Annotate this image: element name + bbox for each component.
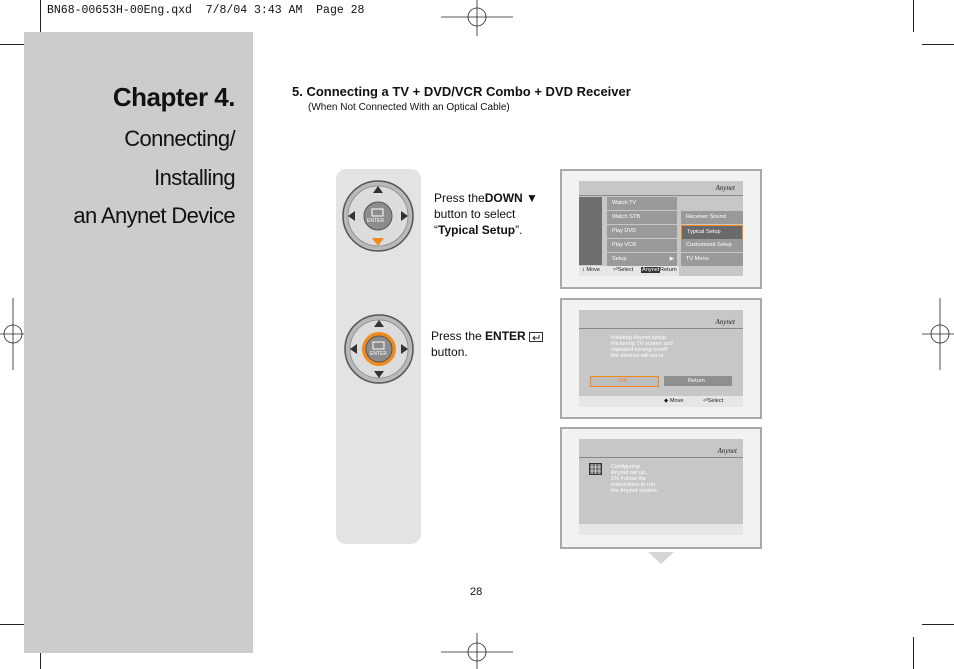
screen2-display: Anynet Initiating Anynet setup. Flickeri… [579,310,743,407]
enter-key: ENTER [485,329,526,343]
screen3-frame: Anynet Configuring Anynet set up... 1% F… [560,427,762,549]
screen2-message: Initiating Anynet setup. Flickering TV s… [611,335,673,359]
remote-dpad-down [342,180,414,252]
screen3-footer [579,524,743,535]
step1-instruction: Press theDOWN ▼ button to select “Typica… [434,190,559,238]
step2-instruction: Press the ENTER button. [431,328,556,360]
step1-text: Press the [434,191,485,205]
grid-icon [589,463,602,475]
select-hint: ⏎Select [703,398,724,404]
select-hint: ⏎Select [613,267,634,273]
divider [579,328,743,329]
down-arrow-icon: ▼ [526,191,538,205]
menu-item[interactable]: Play VCR [607,239,677,252]
enter-label: ENTER [370,351,387,357]
step2-text: Press the [431,329,486,343]
file-header: BN68-00653H-00Eng.qxd 7/8/04 3:43 AM Pag… [47,4,365,17]
enter-icon: ⏎ [613,267,618,273]
anynet-logo: Anynet [715,184,735,192]
enter-icon [529,331,544,342]
anynet-logo: Anynet [715,318,735,326]
screen2-frame: Anynet Initiating Anynet setup. Flickeri… [560,298,762,419]
menu-item[interactable]: Watch STB [607,211,677,224]
step2-text: button. [431,345,468,359]
screen3-display: Anynet Configuring Anynet set up... 1% F… [579,439,743,535]
screen1-display: Anynet Watch TV Watch STB Play DVD Play … [579,181,743,276]
enter-icon: ⏎ [703,398,708,404]
section-subtitle: (When Not Connected With an Optical Cabl… [308,102,510,113]
remote-dpad-enter [344,314,414,384]
return-button[interactable]: Return [664,376,732,386]
quote-open: “ [434,223,438,237]
menu-item[interactable]: Watch TV [607,197,677,210]
menu-item[interactable]: Play DVD [607,225,677,238]
section-title: 5. Connecting a TV + DVD/VCR Combo + DVD… [292,84,631,99]
page-number: 28 [470,586,483,598]
anynet-logo: Anynet [717,447,737,455]
chevron-right-icon: ▶ [669,256,674,262]
move-hint: ◆ Move [664,398,684,404]
chapter-subtitle-line: Connecting/ [124,126,235,151]
divider [579,195,743,196]
menu-icons [579,197,602,265]
chapter-sidebar: Chapter 4. Connecting/ Installing an Any… [24,32,253,653]
divider [579,457,743,458]
screen3-message: Configuring Anynet set up... 1% Follow t… [611,464,659,494]
chapter-title: Chapter 4. [112,82,236,112]
menu-item-setup[interactable]: Setup▶ [607,253,677,266]
submenu-item-selected[interactable]: Typical Setup [681,225,743,240]
quote-close: ”. [515,223,523,237]
screen1-footer: ↕ Move ⏎Select Anynet Return [579,266,679,276]
submenu-item[interactable]: Customized Setup [681,239,743,252]
chapter-subtitle: Connecting/ Installing an Anynet Device [73,120,235,236]
submenu-item[interactable]: Receiver Sound [681,211,743,224]
enter-label: ENTER [367,218,384,224]
typical-setup-text: Typical Setup [438,223,516,237]
step1-text: button to select [434,207,516,221]
submenu-item[interactable]: TV Menu [681,253,743,266]
down-arrow-icon [648,552,674,564]
chapter-subtitle-line: Installing [154,164,235,190]
screen2-footer: ◆ Move ⏎Select [579,396,743,407]
screen1-frame: Anynet Watch TV Watch STB Play DVD Play … [560,169,762,289]
down-key: DOWN [484,191,523,205]
chapter-subtitle-line: an Anynet Device [73,203,235,228]
ok-button[interactable]: OK [590,376,659,387]
